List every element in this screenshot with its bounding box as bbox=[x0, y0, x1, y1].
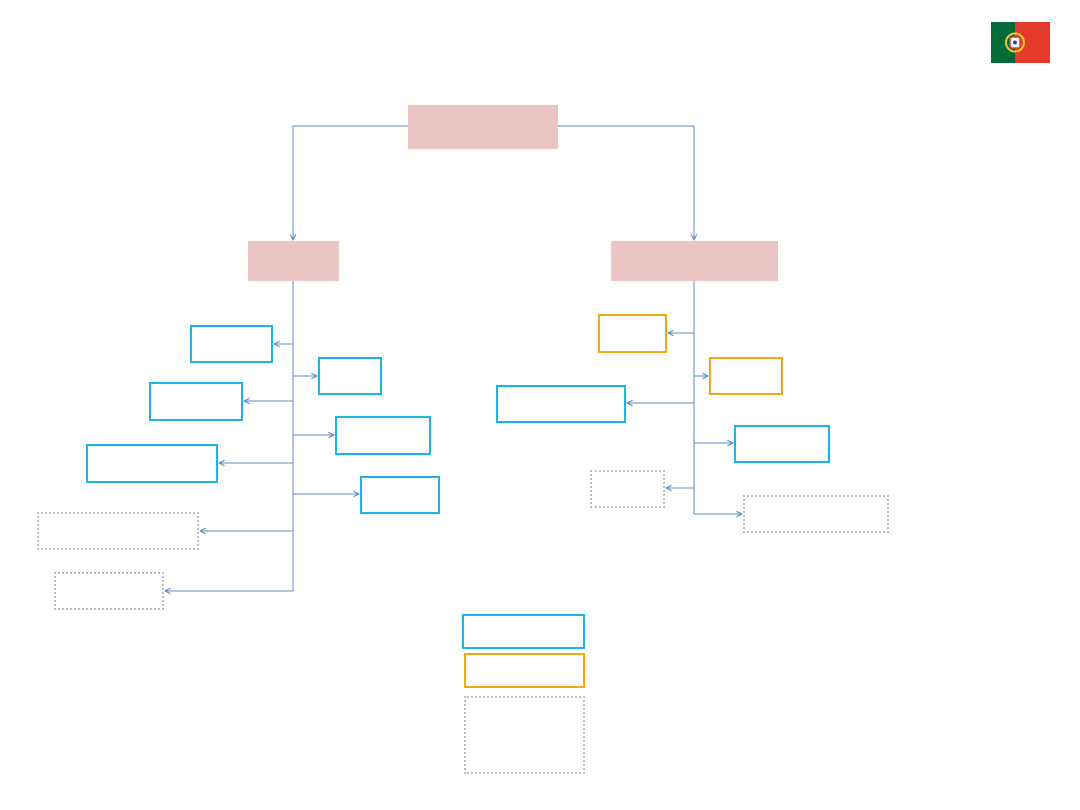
right-child-6 bbox=[743, 495, 889, 533]
left-child-8 bbox=[54, 572, 164, 610]
connector-root-to-left bbox=[293, 125, 408, 240]
legend-dotted-item bbox=[464, 696, 585, 774]
left-child-4 bbox=[335, 416, 431, 455]
root-node bbox=[408, 105, 558, 149]
left-child-1 bbox=[190, 325, 273, 363]
left-child-3 bbox=[149, 382, 243, 421]
connector-root-to-right bbox=[558, 125, 694, 240]
right-branch-node bbox=[611, 241, 778, 281]
right-child-5 bbox=[590, 470, 665, 508]
right-child-2 bbox=[709, 357, 783, 395]
legend-cyan-item bbox=[462, 614, 585, 649]
right-child-3 bbox=[496, 385, 626, 423]
left-child-5 bbox=[86, 444, 218, 483]
right-child-4 bbox=[734, 425, 830, 463]
left-child-2 bbox=[318, 357, 382, 395]
left-child-6 bbox=[360, 476, 440, 514]
right-child-1 bbox=[598, 314, 667, 353]
left-child-7 bbox=[37, 512, 199, 550]
portugal-flag-icon bbox=[991, 22, 1050, 63]
legend-orange-item bbox=[464, 653, 585, 688]
left-branch-node bbox=[248, 241, 339, 281]
